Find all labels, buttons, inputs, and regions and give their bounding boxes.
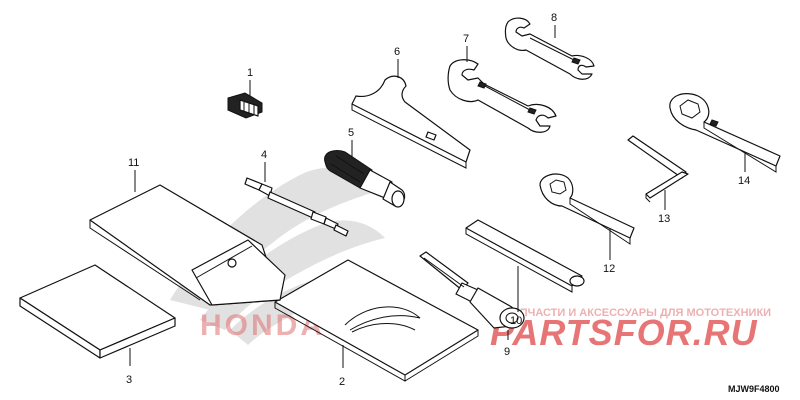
watermark-tagline: ЗАПЧАСТИ И АКСЕССУАРЫ ДЛЯ МОТОТЕХНИКИ xyxy=(505,307,771,319)
part-7-open-end-wrench[interactable] xyxy=(447,59,557,133)
callout-7[interactable]: 7 xyxy=(463,33,469,45)
callout-10[interactable]: 10 xyxy=(510,315,522,327)
part-2-tool-bag[interactable] xyxy=(274,259,479,382)
part-14-large-ring-spanner[interactable] xyxy=(669,93,781,173)
callout-12[interactable]: 12 xyxy=(603,263,615,275)
part-1-fuse-clip[interactable] xyxy=(227,92,263,119)
callout-6[interactable]: 6 xyxy=(394,46,400,58)
part-4-screwdriver-shaft[interactable] xyxy=(244,177,349,237)
callout-9[interactable]: 9 xyxy=(504,346,510,358)
part-8-small-wrench[interactable] xyxy=(504,17,595,80)
part-12-ring-spanner[interactable] xyxy=(539,173,635,245)
callout-1[interactable]: 1 xyxy=(247,67,253,79)
callout-11[interactable]: 11 xyxy=(128,157,139,169)
callout-14[interactable]: 14 xyxy=(738,175,750,187)
watermark-site-logo: PARTSFOR.RU xyxy=(490,312,758,353)
callout-8[interactable]: 8 xyxy=(551,12,557,24)
part-3-owners-manual[interactable] xyxy=(19,264,176,359)
part-10-extension-bar[interactable] xyxy=(465,219,585,293)
part-13-hex-key[interactable] xyxy=(627,135,689,203)
callout-2[interactable]: 2 xyxy=(339,376,345,388)
part-9-socket-wrench[interactable] xyxy=(419,251,525,329)
diagram-code: MJW9F4800 xyxy=(728,384,780,394)
part-6-pin-spanner[interactable] xyxy=(351,75,471,169)
part-11-tool-pouch[interactable] xyxy=(89,184,286,306)
callout-3[interactable]: 3 xyxy=(126,374,132,386)
part-5-screwdriver-handle[interactable] xyxy=(324,149,406,208)
callout-5[interactable]: 5 xyxy=(348,127,354,139)
callout-4[interactable]: 4 xyxy=(261,149,267,161)
callout-13[interactable]: 13 xyxy=(658,213,670,225)
